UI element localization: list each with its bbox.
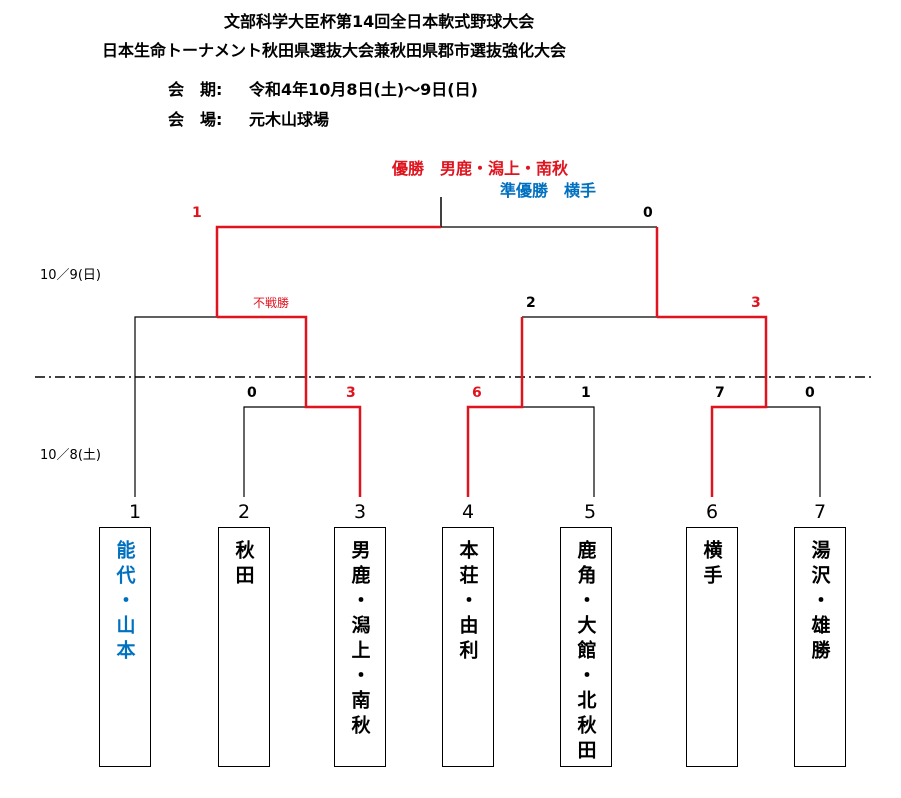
team-box-2: 秋田 (218, 527, 270, 767)
team-box-6: 横手 (686, 527, 738, 767)
semi1-lose-line (134, 316, 217, 497)
seed-3: 3 (353, 501, 367, 523)
score-final-right: 0 (643, 205, 653, 221)
score-r1c-left: 7 (715, 385, 725, 401)
r1c-lose-line (766, 406, 821, 497)
score-semi2-right: 3 (751, 295, 761, 311)
team-name-4: 本荘・由利 (456, 540, 479, 665)
runner-up-label: 準優勝 横手 (500, 181, 597, 200)
r1c-win-line (657, 315, 768, 497)
seed-1: 1 (128, 501, 142, 523)
team-name-7: 湯沢・雄勝 (808, 540, 831, 665)
score-r1a-right: 3 (346, 385, 356, 401)
team-name-6: 横手 (700, 540, 723, 590)
date-day1: 10／8(土) (40, 448, 101, 463)
r1a-win-line (217, 315, 362, 497)
winner-label: 優勝 男鹿・潟上・南秋 (392, 159, 569, 178)
team-name-5: 鹿角・大館・北秋田 (574, 540, 597, 765)
period-value: 令和4年10月8日(土)～9日(日) (249, 80, 478, 99)
title-line-1: 文部科学大臣杯第14回全日本軟式野球大会 (224, 12, 535, 31)
team-box-3: 男鹿・潟上・南秋 (334, 527, 386, 767)
seed-4: 4 (461, 501, 475, 523)
semi1-win-line (215, 225, 441, 317)
team-name-2: 秋田 (232, 540, 255, 590)
seed-2: 2 (237, 501, 251, 523)
semi1-walkover-note: 不戦勝 (253, 296, 290, 310)
score-r1c-right: 0 (805, 385, 815, 401)
seed-5: 5 (583, 501, 597, 523)
team-box-7: 湯沢・雄勝 (794, 527, 846, 767)
score-r1b-left: 6 (472, 385, 482, 401)
score-r1a-left: 0 (247, 385, 257, 401)
r1b-win-line (466, 317, 524, 497)
score-semi2-left: 2 (526, 295, 536, 311)
venue-label: 会 場: (168, 110, 223, 129)
score-r1b-right: 1 (581, 385, 591, 401)
venue-value: 元木山球場 (249, 110, 330, 129)
r1a-lose-line (243, 406, 306, 497)
team-name-1: 能代・山本 (113, 540, 136, 665)
team-box-1: 能代・山本 (99, 527, 151, 767)
seed-7: 7 (813, 501, 827, 523)
score-final-left: 1 (192, 205, 202, 221)
title-line-2: 日本生命トーナメント秋田県選抜大会兼秋田県郡市選抜強化大会 (102, 41, 567, 60)
team-box-5: 鹿角・大館・北秋田 (560, 527, 612, 767)
date-day2: 10／9(日) (40, 268, 101, 283)
r1b-lose-line (522, 406, 595, 497)
period-label: 会 期: (168, 80, 223, 99)
seed-6: 6 (705, 501, 719, 523)
team-name-3: 男鹿・潟上・南秋 (348, 540, 371, 740)
team-box-4: 本荘・由利 (442, 527, 494, 767)
